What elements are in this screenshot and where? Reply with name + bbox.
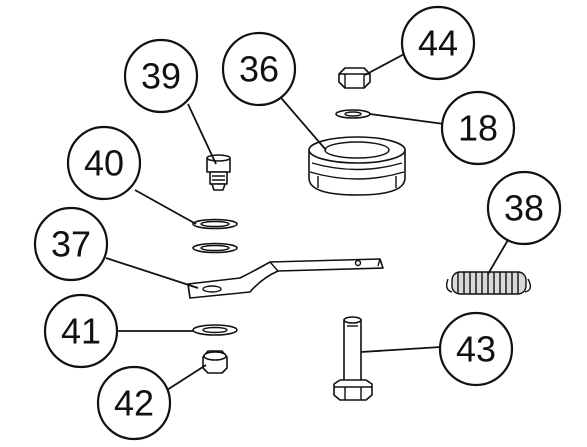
- part-40-spring-washers: [192, 218, 238, 254]
- leader-38: [487, 239, 509, 275]
- callout-43: 43: [438, 311, 514, 387]
- part-18-washer: [335, 109, 371, 119]
- leader-37: [105, 257, 199, 289]
- callout-36-label: 36: [239, 49, 279, 90]
- callout-42-label: 42: [114, 383, 154, 424]
- leader-39: [187, 103, 217, 165]
- part-36-pulley: [308, 136, 406, 196]
- callout-40: 40: [66, 125, 142, 201]
- leader-18: [369, 113, 445, 125]
- part-43-hex-bolt: [333, 316, 373, 401]
- callout-44: 44: [400, 5, 476, 81]
- leader-40: [134, 189, 197, 225]
- callout-39-label: 39: [141, 56, 181, 97]
- callout-36: 36: [221, 31, 297, 107]
- part-44-hex-nut: [338, 67, 371, 89]
- callout-38-label: 38: [504, 188, 544, 229]
- leader-42: [166, 364, 207, 391]
- part-41-flat-washer: [192, 324, 238, 336]
- callout-38: 38: [486, 170, 562, 246]
- callout-18: 18: [440, 90, 516, 166]
- leader-44: [364, 51, 409, 76]
- callout-18-label: 18: [458, 108, 498, 149]
- callout-44-label: 44: [418, 23, 458, 64]
- part-37-idler-arm: [187, 258, 384, 299]
- callout-37-label: 37: [51, 224, 91, 265]
- callout-40-label: 40: [84, 143, 124, 184]
- part-39-bolt: [206, 154, 231, 191]
- callout-37: 37: [33, 206, 109, 282]
- part-38-spring: [445, 271, 532, 295]
- callout-42: 42: [96, 365, 172, 441]
- leader-43: [360, 346, 442, 353]
- leader-36: [275, 91, 327, 151]
- callout-39: 39: [123, 38, 199, 114]
- callout-41-label: 41: [61, 311, 101, 352]
- part-42-lock-nut: [202, 350, 228, 374]
- callout-43-label: 43: [456, 329, 496, 370]
- callout-41: 41: [43, 293, 119, 369]
